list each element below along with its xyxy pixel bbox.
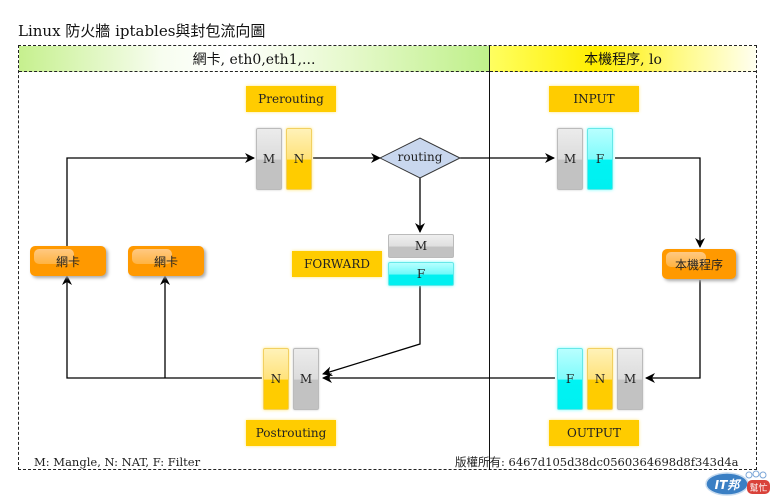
table-mangle-output: M (617, 348, 643, 410)
zone-header-local-label: 本機程序, lo (584, 51, 662, 68)
nic-node-1: 網卡 (30, 246, 106, 276)
table-mangle-prerouting: M (256, 128, 282, 190)
edge-nic-to-prerouting (66, 153, 255, 246)
watermark-logo: IT邦 幫忙 (705, 470, 771, 496)
table-nat-postrouting: N (263, 348, 289, 410)
watermark-sub: 幫忙 (749, 482, 767, 494)
edge-forward-to-postrouting (322, 286, 421, 377)
table-filter-output: F (557, 348, 583, 410)
edge-postrouting-to-nic1 (62, 275, 262, 379)
chain-label-forward: FORWARD (292, 251, 382, 277)
routing-diamond (378, 137, 462, 179)
table-filter-input: F (587, 128, 613, 190)
table-filter-forward: F (388, 262, 454, 286)
local-process-label: 本機程序 (674, 257, 723, 272)
routing-label: routing (397, 150, 443, 164)
chain-label-prerouting: Prerouting (246, 86, 336, 112)
chain-label-input: INPUT (549, 86, 639, 112)
table-nat-output: N (587, 348, 613, 410)
chain-label-postrouting: Postrouting (246, 420, 336, 446)
zone-header-nic-label: 網卡, eth0,eth1,... (192, 51, 316, 68)
nic-node-1-label: 網卡 (55, 254, 80, 269)
local-process-node: 本機程序 (662, 249, 736, 279)
watermark-main: IT邦 (715, 478, 743, 492)
table-nat-prerouting: N (286, 128, 312, 190)
zone-header-local: 本機程序, lo (490, 46, 756, 72)
copyright-text: 版權所有: 6467d105d38dc0560364698d8f343d4a (455, 455, 739, 469)
table-mangle-forward: M (388, 234, 454, 258)
legend-text: M: Mangle, N: NAT, F: Filter (34, 455, 201, 469)
ithelp-logo-icon: IT邦 幫忙 (705, 470, 770, 496)
nic-node-2: 網卡 (128, 246, 204, 276)
zone-header-nic: 網卡, eth0,eth1,... (19, 46, 489, 72)
edge-local-to-output (645, 280, 701, 383)
diagram-title: Linux 防火牆 iptables與封包流向圖 (18, 22, 266, 40)
diagram-frame (18, 45, 757, 470)
edge-input-to-local (615, 157, 705, 248)
table-mangle-postrouting: M (293, 348, 319, 410)
nic-node-2-label: 網卡 (153, 254, 178, 269)
zone-divider (489, 45, 490, 470)
chain-label-output: OUTPUT (549, 420, 639, 446)
table-mangle-input: M (557, 128, 583, 190)
